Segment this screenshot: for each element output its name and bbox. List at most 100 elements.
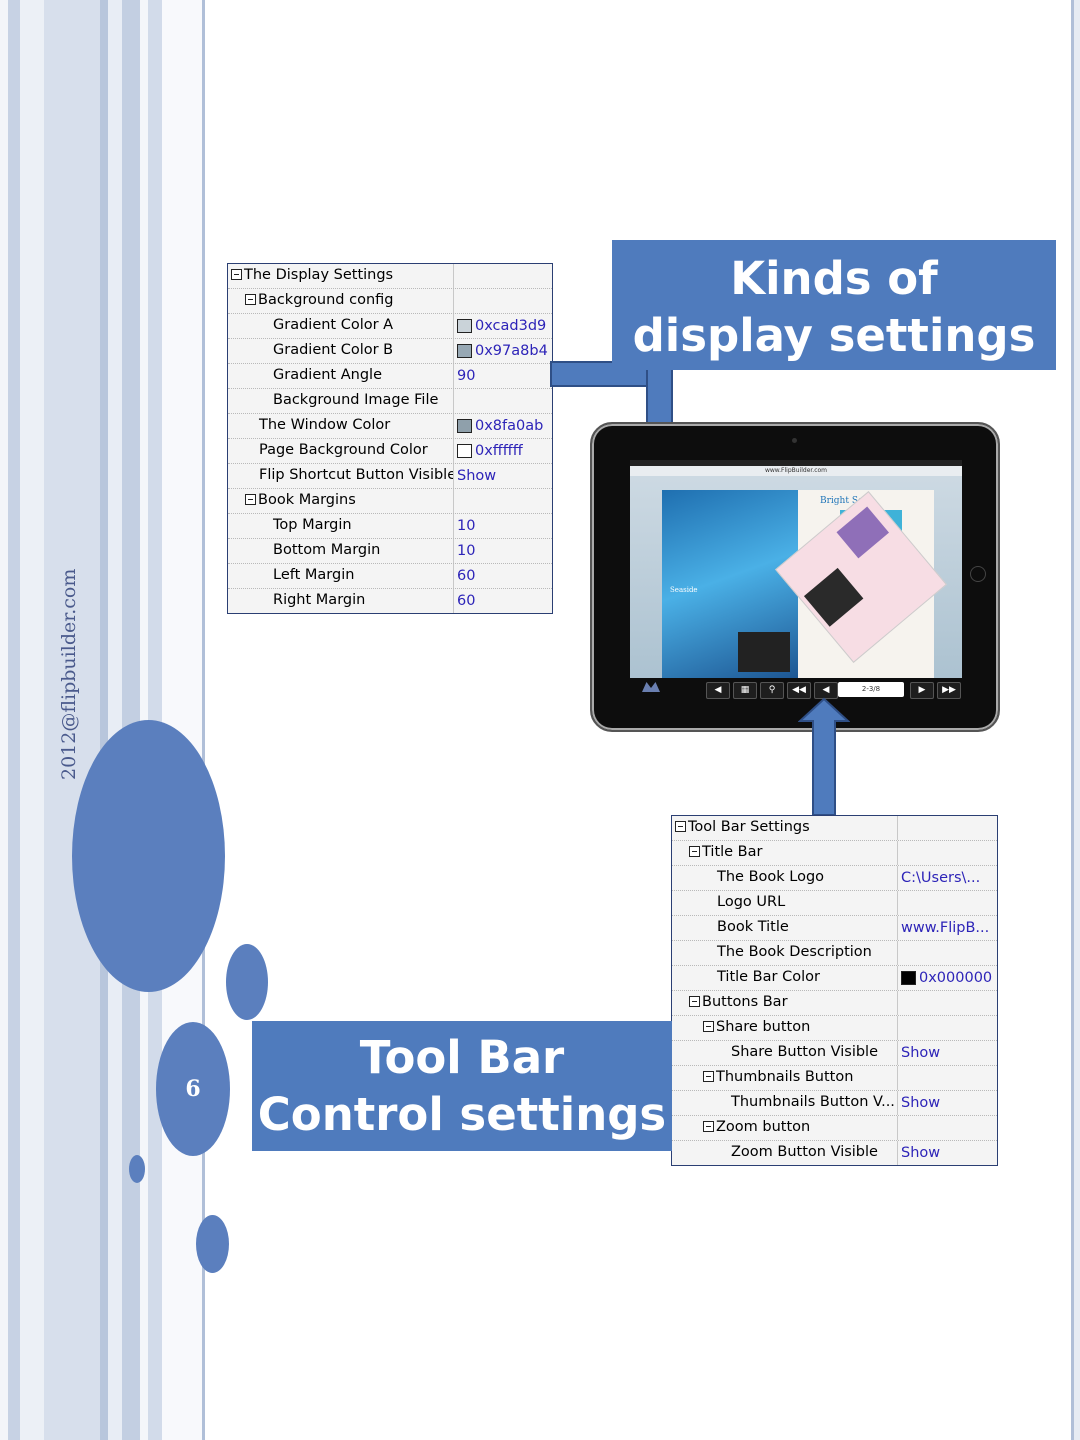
grid-property-label: Gradient Color A bbox=[273, 317, 394, 333]
color-swatch[interactable] bbox=[457, 419, 472, 433]
color-swatch[interactable] bbox=[901, 971, 916, 985]
collapse-toggle-icon[interactable] bbox=[703, 1071, 714, 1082]
grid-category-row[interactable]: Thumbnails Button bbox=[672, 1066, 997, 1091]
collapse-toggle-icon[interactable] bbox=[703, 1121, 714, 1132]
grid-category-row[interactable]: Tool Bar Settings bbox=[672, 816, 997, 841]
grid-property-name: Thumbnails Button V... bbox=[672, 1091, 898, 1115]
grid-property-row[interactable]: Background Image File bbox=[228, 389, 552, 414]
grid-property-value[interactable] bbox=[898, 941, 901, 965]
sidebar-stripe bbox=[44, 0, 100, 1440]
color-swatch[interactable] bbox=[457, 319, 472, 333]
share-icon[interactable]: ◀ bbox=[706, 682, 730, 699]
thumbnails-icon[interactable]: ▦ bbox=[733, 682, 757, 699]
collapse-toggle-icon[interactable] bbox=[245, 494, 256, 505]
grid-property-name: Gradient Color A bbox=[228, 314, 454, 338]
collapse-toggle-icon[interactable] bbox=[689, 996, 700, 1007]
grid-property-name: Logo URL bbox=[672, 891, 898, 915]
grid-property-value[interactable]: 0x97a8b4 bbox=[454, 339, 548, 363]
grid-property-value[interactable]: 60 bbox=[454, 589, 475, 613]
collapse-toggle-icon[interactable] bbox=[675, 821, 686, 832]
grid-property-row[interactable]: Gradient Color A 0xcad3d9 bbox=[228, 314, 552, 339]
grid-property-name: Zoom button bbox=[672, 1116, 898, 1140]
collapse-toggle-icon[interactable] bbox=[245, 294, 256, 305]
grid-property-row[interactable]: Logo URL bbox=[672, 891, 997, 916]
grid-property-value[interactable] bbox=[454, 264, 457, 288]
grid-property-name: Background config bbox=[228, 289, 454, 313]
grid-property-value[interactable]: 0xffffff bbox=[454, 439, 523, 463]
grid-property-value[interactable] bbox=[898, 991, 901, 1015]
grid-category-row[interactable]: The Display Settings bbox=[228, 264, 552, 289]
grid-property-value[interactable]: C:\Users\... bbox=[898, 866, 980, 890]
grid-property-row[interactable]: Top Margin 10 bbox=[228, 514, 552, 539]
zoom-icon[interactable]: ⚲ bbox=[760, 682, 784, 699]
collapse-toggle-icon[interactable] bbox=[689, 846, 700, 857]
grid-category-row[interactable]: Background config bbox=[228, 289, 552, 314]
grid-property-value[interactable]: 10 bbox=[454, 539, 475, 563]
grid-property-row[interactable]: Bottom Margin 10 bbox=[228, 539, 552, 564]
grid-property-row[interactable]: Gradient Angle 90 bbox=[228, 364, 552, 389]
book-left-page-image bbox=[738, 632, 790, 672]
grid-property-value[interactable]: 0x000000 bbox=[898, 966, 992, 990]
collapse-toggle-icon[interactable] bbox=[231, 269, 242, 280]
grid-property-value[interactable] bbox=[898, 1116, 901, 1140]
grid-property-label: Bottom Margin bbox=[273, 542, 381, 558]
grid-property-value[interactable]: 60 bbox=[454, 564, 475, 588]
grid-property-row[interactable]: The Window Color 0x8fa0ab bbox=[228, 414, 552, 439]
grid-property-label: Gradient Angle bbox=[273, 367, 382, 383]
next-page-icon[interactable]: ▶ bbox=[910, 682, 934, 699]
tablet-screen: www.FlipBuilder.com Seaside Bright Sea bbox=[630, 460, 962, 696]
grid-property-value[interactable]: 0x8fa0ab bbox=[454, 414, 543, 438]
display-banner-line2: display settings bbox=[632, 309, 1036, 362]
grid-property-value[interactable]: Show bbox=[898, 1091, 940, 1115]
grid-property-value[interactable] bbox=[898, 1066, 901, 1090]
grid-property-value[interactable] bbox=[454, 289, 457, 313]
grid-property-value[interactable]: 10 bbox=[454, 514, 475, 538]
grid-property-value[interactable] bbox=[898, 891, 901, 915]
grid-property-value[interactable]: 90 bbox=[454, 364, 475, 388]
grid-property-value[interactable] bbox=[898, 841, 901, 865]
sidebar-stripe bbox=[122, 0, 140, 1440]
grid-property-value[interactable] bbox=[898, 816, 901, 840]
grid-property-label: Top Margin bbox=[273, 517, 352, 533]
toolbar-banner-line1: Tool Bar bbox=[359, 1031, 565, 1084]
collapse-toggle-icon[interactable] bbox=[703, 1021, 714, 1032]
grid-property-value[interactable]: Show bbox=[454, 464, 496, 488]
grid-property-value[interactable]: www.FlipB... bbox=[898, 916, 989, 940]
grid-category-row[interactable]: Book Margins bbox=[228, 489, 552, 514]
grid-property-value[interactable] bbox=[898, 1016, 901, 1040]
first-page-icon[interactable]: ◀◀ bbox=[787, 682, 811, 699]
page-counter: 2-3/8 bbox=[861, 685, 881, 693]
grid-property-label: Book Margins bbox=[258, 492, 356, 508]
color-swatch[interactable] bbox=[457, 444, 472, 458]
grid-category-row[interactable]: Buttons Bar bbox=[672, 991, 997, 1016]
page-counter-field[interactable]: 2-3/8 bbox=[838, 682, 904, 697]
grid-category-row[interactable]: Title Bar bbox=[672, 841, 997, 866]
grid-property-row[interactable]: Thumbnails Button V...Show bbox=[672, 1091, 997, 1116]
grid-property-value[interactable]: Show bbox=[898, 1041, 940, 1065]
grid-property-value[interactable] bbox=[454, 389, 457, 413]
grid-property-name: Title Bar Color bbox=[672, 966, 898, 990]
grid-property-value[interactable]: 0xcad3d9 bbox=[454, 314, 546, 338]
grid-category-row[interactable]: Zoom button bbox=[672, 1116, 997, 1141]
last-page-icon[interactable]: ▶▶ bbox=[937, 682, 961, 699]
grid-value-text: 0x8fa0ab bbox=[475, 417, 544, 434]
grid-category-row[interactable]: Share button bbox=[672, 1016, 997, 1041]
grid-property-row[interactable]: The Book Description bbox=[672, 941, 997, 966]
grid-property-value[interactable]: Show bbox=[898, 1141, 940, 1165]
prev-page-icon[interactable]: ◀ bbox=[814, 682, 838, 699]
grid-value-text: www.FlipB... bbox=[901, 919, 990, 936]
color-swatch[interactable] bbox=[457, 344, 472, 358]
grid-property-label: The Window Color bbox=[259, 417, 391, 433]
grid-property-value[interactable] bbox=[454, 489, 457, 513]
